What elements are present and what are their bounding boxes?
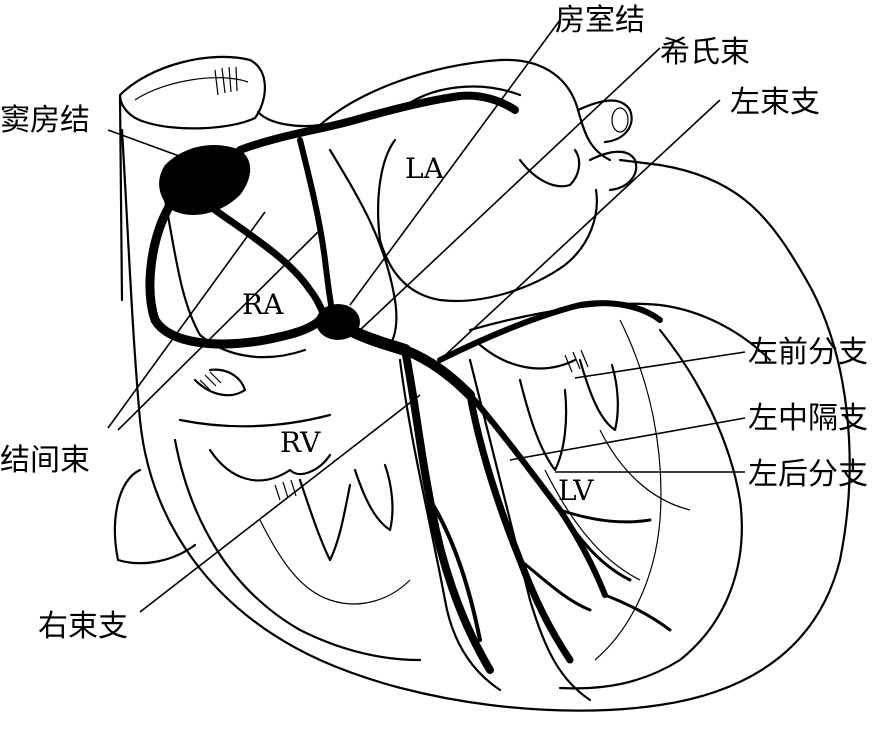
pulmonary-vein-upper [576,99,633,144]
label-sinoatrial-node: 窦房结 [0,103,90,138]
label-left-ventricle: LV [558,474,594,507]
rv-papillary-1 [298,478,352,562]
label-right-ventricle: RV [280,426,321,459]
leader-av-node [349,19,561,306]
label-left-septal-fascicle: 左中隔支 [748,401,868,436]
svc-wall-left [118,93,124,302]
leader-his-bundle [359,47,661,331]
ra-valve-cusp [193,368,247,397]
interatrial-septum [328,148,398,347]
leader-sa-node [107,129,191,161]
av-plane-left [468,302,772,362]
svc-inner [134,77,249,101]
label-right-atrium: RA [242,288,284,321]
label-left-bundle-branch: 左束支 [730,85,820,120]
la-valve-cusp [518,148,581,188]
lv-papillary-2 [578,358,619,432]
label-left-anterior-fascicle: 左前分支 [748,335,868,370]
leader-left-anterior [574,351,746,379]
lv-outer-band [594,319,662,661]
tricuspid-leaflet [208,448,332,482]
lv-hatching [564,349,589,373]
leader-right-bundle [139,394,421,613]
leader-left-bundle [439,99,721,361]
pulmonary-vein-opening [611,107,629,133]
leader-left-septal [509,417,746,461]
leader-lines [107,19,746,613]
svc-hatching [214,66,238,96]
sinoatrial-node-mass [159,145,251,215]
leader-internodal-1 [107,211,266,429]
label-bundle-of-his: 希氏束 [660,35,750,70]
mitral-leaflet [478,343,577,370]
rv-hatching [274,479,297,501]
rv-papillary-2 [353,463,394,532]
label-atrioventricular-node: 房室结 [555,3,645,38]
internodal-tract-anterior [236,91,519,154]
his-bundle [344,324,411,356]
rv-trabecula [259,519,411,605]
left-ventricle-wall [558,328,743,690]
inferior-vena-cava [113,468,197,565]
label-left-atrium: LA [405,152,445,185]
right-atrium-wall [163,198,307,359]
heart-outer-wall [120,128,851,712]
right-ventricle-wall [173,438,422,662]
label-internodal-tracts: 结间束 [0,443,90,478]
svc-wall-right [256,110,322,128]
internodal-tract-posterior [145,200,325,349]
left-anterior-fascicle-path [437,300,663,363]
heart-outline [113,55,851,712]
purkinje-fibers [518,508,672,632]
ra-hatching [199,371,222,391]
pulmonary-vein-lower [588,150,638,192]
av-plane-right [178,413,332,428]
superior-vena-cava [118,55,266,130]
label-right-bundle-branch: 右束支 [38,609,128,644]
labels: 窦房结 房室结 希氏束 左束支 左前分支 左中隔支 左后分支 结间束 右束支 L… [0,3,868,644]
aortic-arch [318,58,612,162]
leader-internodal-2 [117,231,319,431]
left-bundle-trunk [400,345,475,400]
conduction-system [145,91,672,674]
rbb-offshoot [428,498,482,642]
label-left-posterior-fascicle: 左后分支 [748,457,868,492]
interventricular-septum [398,358,502,692]
left-posterior-fascicle-path [466,391,574,664]
internodal-tract-middle [211,206,329,322]
left-septal-fascicle-path [467,392,608,598]
bachmann-bundle [297,137,335,313]
left-atrium-wall [377,138,598,302]
lv-papillary-1 [518,378,568,472]
